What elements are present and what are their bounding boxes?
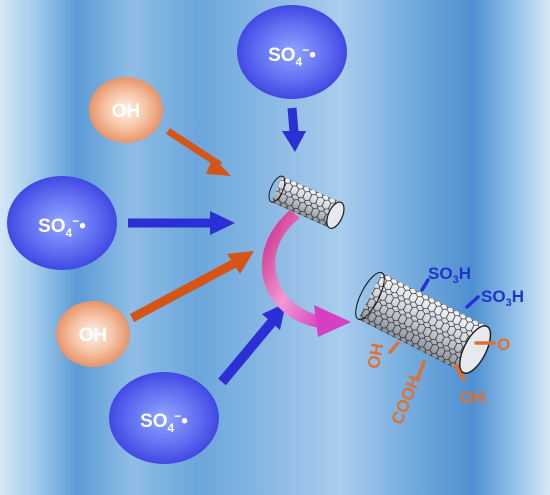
sulfate-radical-label: SO4−• [38,214,86,240]
hydroxyl-radical-label: OH [112,101,141,122]
attack-arrows [128,107,306,386]
sulfate-radical-middle: SO4−• [7,176,117,270]
arrow-hydroxyl-top [166,128,231,176]
sulfate-radical-bottom: SO4−• [109,372,219,464]
hydroxyl-group: OH [364,342,387,370]
sulfate-radical-sphere [237,5,347,99]
sulfate-radical-top: SO4−• [237,5,347,99]
carbonyl-group: O [497,335,510,354]
curved-transformation-arrow [261,210,351,337]
hydroxyl-radical-sphere [89,77,163,143]
arrow-sulfate-top [282,107,306,152]
arrow-sulfate-bottom [218,303,286,386]
hydroxyl-radical-bottom: OH [56,301,130,367]
hydroxyl-radical-sphere [56,301,130,367]
sulfate-radical-sphere [7,176,117,270]
functionalized-nanotube: SO3H SO3H O OH COOH OH [355,264,524,427]
sulfonic-acid-group: SO3H [481,287,524,309]
sulfate-radical-label: SO4−• [140,409,188,435]
pristine-nanotube [268,175,345,229]
functional-group-bonds [388,278,496,382]
hydroxyl-radical-label: OH [79,325,108,346]
sulfate-radical-label: SO4−• [268,43,316,69]
sulfonic-acid-group: SO3H [428,264,471,286]
hydroxyl-group: OH [460,388,486,407]
hydroxyl-radical-top: OH [89,77,163,143]
arrow-hydroxyl-bottom [129,251,254,322]
arrow-sulfate-middle [128,211,235,235]
sulfate-radical-sphere [109,372,219,464]
